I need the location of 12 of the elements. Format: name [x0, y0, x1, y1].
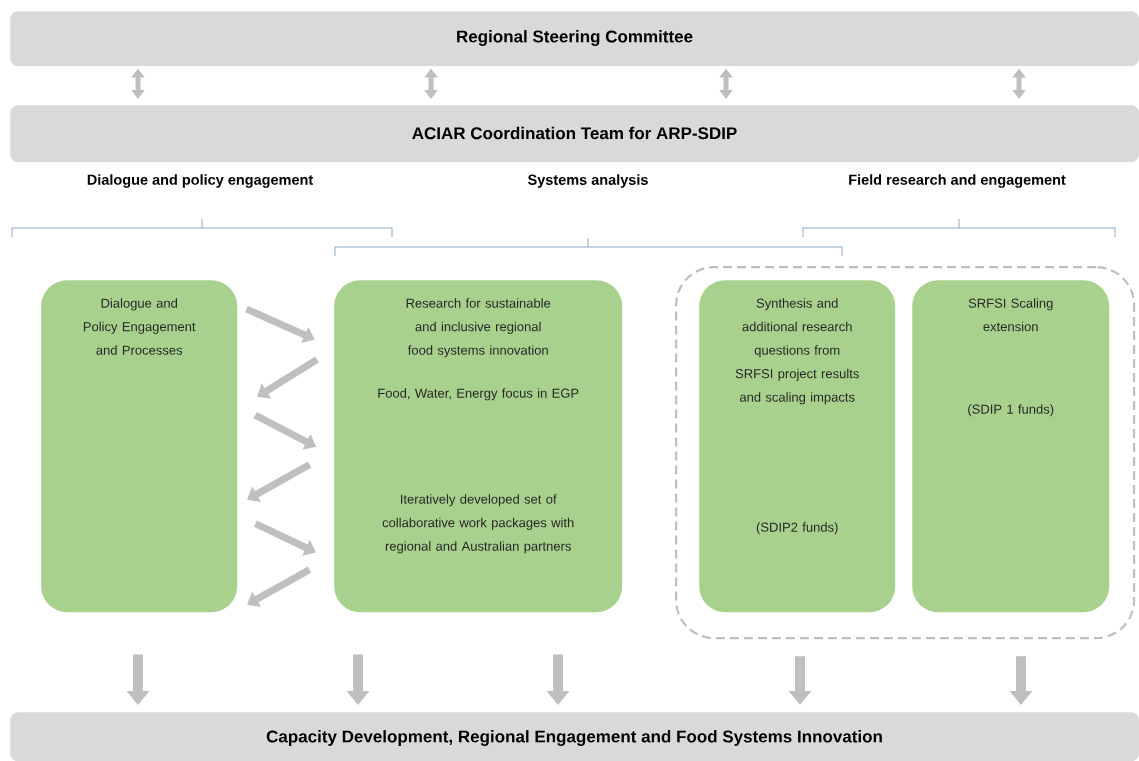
- header-band: ACIAR Coordination Team for ARP-SDIP: [10, 105, 1139, 163]
- process-box: SRFSI Scaling extension (SDIP 1 funds): [912, 280, 1110, 613]
- arrow: [247, 566, 312, 607]
- arrow: [253, 520, 316, 556]
- process-box: Research for sustainable and inclusive regional food systems innovation Food, Water, Energy focus in EGP Iteratively developed set of collaborative work packages with regional and Australian partners: [334, 280, 623, 613]
- header-band: Regional Steering Committee: [10, 11, 1139, 67]
- process-box: Dialogue and Policy Engagement and Processes: [41, 280, 238, 613]
- process-box: Synthesis and additional research questions from SRFSI project results and scaling impacts (SDIP2 funds): [699, 280, 896, 613]
- arrow: [257, 356, 319, 399]
- arrow: [247, 461, 312, 503]
- footer-band: Capacity Development, Regional Engagement and Food Systems Innovation: [10, 712, 1139, 761]
- group-outline: [675, 266, 1136, 640]
